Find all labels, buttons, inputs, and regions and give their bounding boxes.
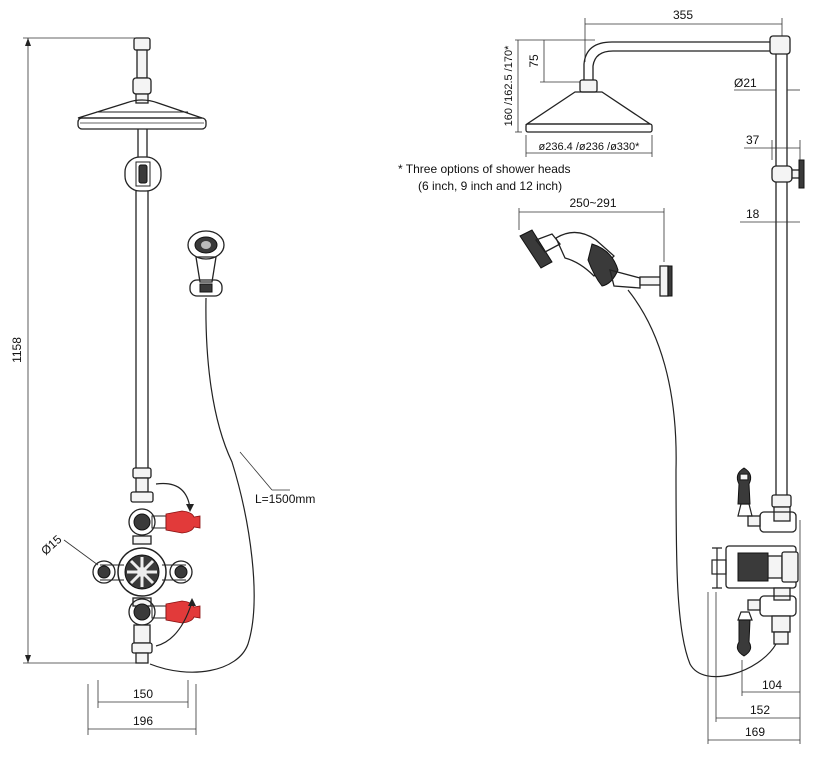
handset-reach-label: 250~291 bbox=[569, 196, 616, 210]
handset-reach-dimension: 250~291 bbox=[518, 196, 665, 262]
bracket-offset-label: 18 bbox=[746, 207, 760, 221]
depth-152-label: 152 bbox=[750, 703, 770, 717]
arm-length-label: 355 bbox=[673, 8, 693, 22]
note-line-2: (6 inch, 9 inch and 12 inch) bbox=[418, 179, 562, 193]
hand-shower-front bbox=[187, 230, 225, 297]
pipe-dia-label: Ø21 bbox=[734, 76, 757, 90]
shower-head-front bbox=[77, 37, 207, 130]
side-view: 355 160 /162.5 /170* 75 ø236.4 /ø236 /ø3… bbox=[398, 8, 805, 744]
riser-rail-side: Ø21 bbox=[734, 54, 800, 508]
hose-side bbox=[627, 289, 777, 678]
hose-front bbox=[149, 297, 255, 673]
rose-neck-label: 75 bbox=[527, 54, 541, 68]
height-dimension: 1158 bbox=[10, 37, 140, 664]
valve-assembly-side bbox=[711, 467, 799, 657]
rose-dia-label: ø236.4 /ø236 /ø330* bbox=[539, 141, 641, 153]
shower-head-side: ø236.4 /ø236 /ø330* bbox=[524, 35, 791, 157]
note-line-1: * Three options of shower heads bbox=[398, 162, 571, 176]
riser-drop-label: 160 /162.5 /170* bbox=[503, 45, 515, 126]
riser-rail-front bbox=[132, 129, 152, 493]
lower-control-front bbox=[128, 597, 201, 664]
standoff-label: 37 bbox=[746, 133, 760, 147]
overall-width-label: 196 bbox=[133, 714, 153, 728]
wall-bracket-front bbox=[124, 156, 162, 192]
depth-dimensions: 104 152 169 bbox=[707, 520, 801, 744]
depth-169-label: 169 bbox=[745, 725, 765, 739]
width-dimensions: 150 196 bbox=[87, 680, 197, 735]
front-view: 1158 bbox=[10, 37, 315, 735]
inlet-dia-label: Ø15 bbox=[38, 532, 64, 558]
riser-drop-dimension: 160 /162.5 /170* 75 bbox=[503, 39, 595, 133]
upper-control-front bbox=[128, 482, 201, 545]
valve-body-front: Ø15 bbox=[38, 532, 193, 597]
centres-label: 150 bbox=[133, 687, 153, 701]
wall-bracket-side: 37 18 bbox=[740, 133, 805, 223]
hand-shower-side bbox=[519, 229, 673, 297]
height-label: 1158 bbox=[10, 337, 24, 363]
hose-length-label: L=1500mm bbox=[255, 492, 315, 506]
arm-length-dimension: 355 bbox=[584, 8, 783, 62]
depth-104-label: 104 bbox=[762, 678, 782, 692]
